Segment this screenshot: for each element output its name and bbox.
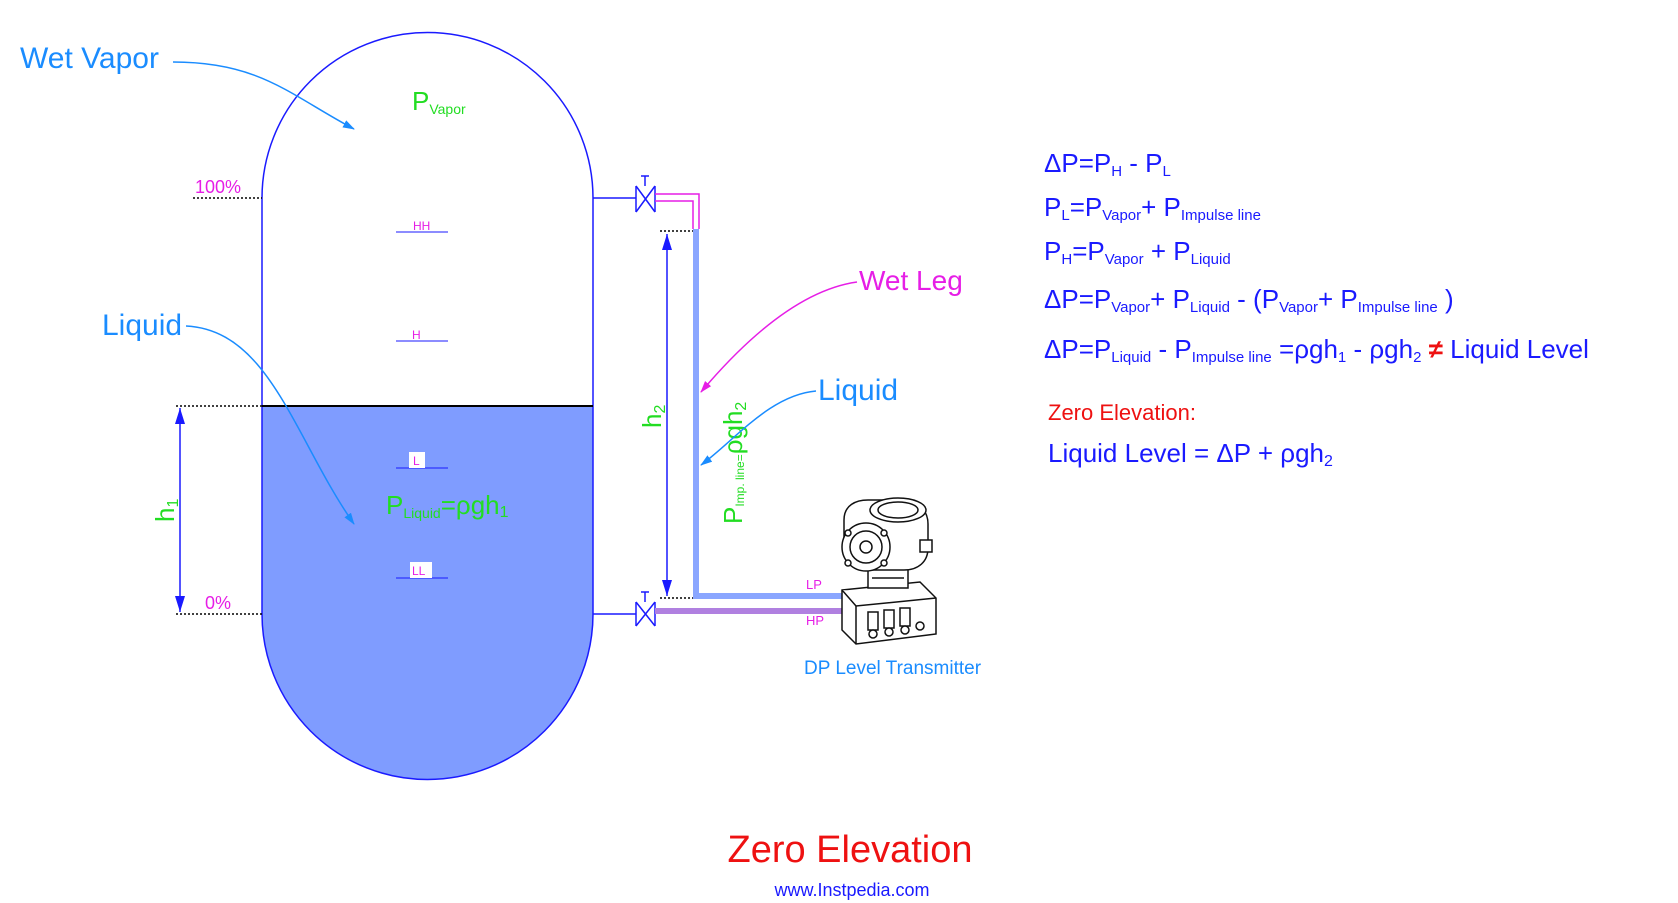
p-imp-line-label: PImp. line=ρgh2 [718, 402, 750, 524]
level-0-label: 0% [205, 593, 231, 613]
alarm-hh: HH [413, 219, 430, 233]
level-100-label: 100% [195, 177, 241, 197]
h2-dimension: h2 [637, 234, 672, 596]
p-vapor-label: PVapor [412, 86, 466, 117]
h2-label: h2 [637, 405, 669, 428]
liquid-level-formula: Liquid Level = ΔP + ρgh2 [1048, 438, 1333, 470]
wet-leg-line [693, 229, 855, 599]
wet-leg-arrow [700, 281, 858, 393]
dp-transmitter-icon [841, 497, 937, 645]
equation-4: ΔP=PVapor+ PLiquid - (PVapor+ PImpulse l… [1044, 284, 1454, 316]
liquid-leg-arrow [700, 390, 817, 466]
wet-leg-callout: Wet Leg [859, 265, 963, 296]
hp-label: HP [806, 613, 824, 628]
equation-3: PH=PVapor + PLiquid [1044, 236, 1231, 268]
wet-vapor-callout: Wet Vapor [20, 42, 159, 75]
equations: ΔP=PH - PL PL=PVapor+ PImpulse line PH=P… [1044, 148, 1589, 366]
top-stub-pipe [655, 193, 700, 229]
bottom-nozzle [593, 591, 656, 627]
zero-elevation-subheading: Zero Elevation: [1048, 400, 1196, 425]
liquid-leg-callout: Liquid [818, 374, 898, 407]
alarm-h: H [412, 328, 421, 342]
h1-label: h1 [150, 499, 182, 522]
liquid-tank-arrow [185, 325, 355, 525]
top-nozzle [593, 175, 656, 213]
equation-2: PL=PVapor+ PImpulse line [1044, 192, 1261, 224]
alarm-l: L [413, 454, 420, 468]
liquid-tank-callout: Liquid [102, 309, 182, 342]
alarm-ll: LL [412, 564, 426, 578]
vessel [261, 31, 594, 781]
wet-vapor-arrow [172, 61, 355, 130]
dp-transmitter-label: DP Level Transmitter [804, 658, 982, 679]
p-liquid-label: PLiquid=ρgh1 [386, 490, 509, 521]
h1-dimension: h1 [150, 408, 185, 612]
footer-website: www.Instpedia.com [773, 880, 929, 900]
equation-1: ΔP=PH - PL [1044, 148, 1171, 180]
footer-title: Zero Elevation [727, 829, 972, 871]
equation-5: ΔP=PLiquid - PImpulse line =ρgh1 - ρgh2 … [1044, 334, 1589, 366]
alarm-markers: HH H L LL [396, 219, 448, 579]
liquid-fill [262, 406, 593, 780]
lp-label: LP [806, 577, 822, 592]
